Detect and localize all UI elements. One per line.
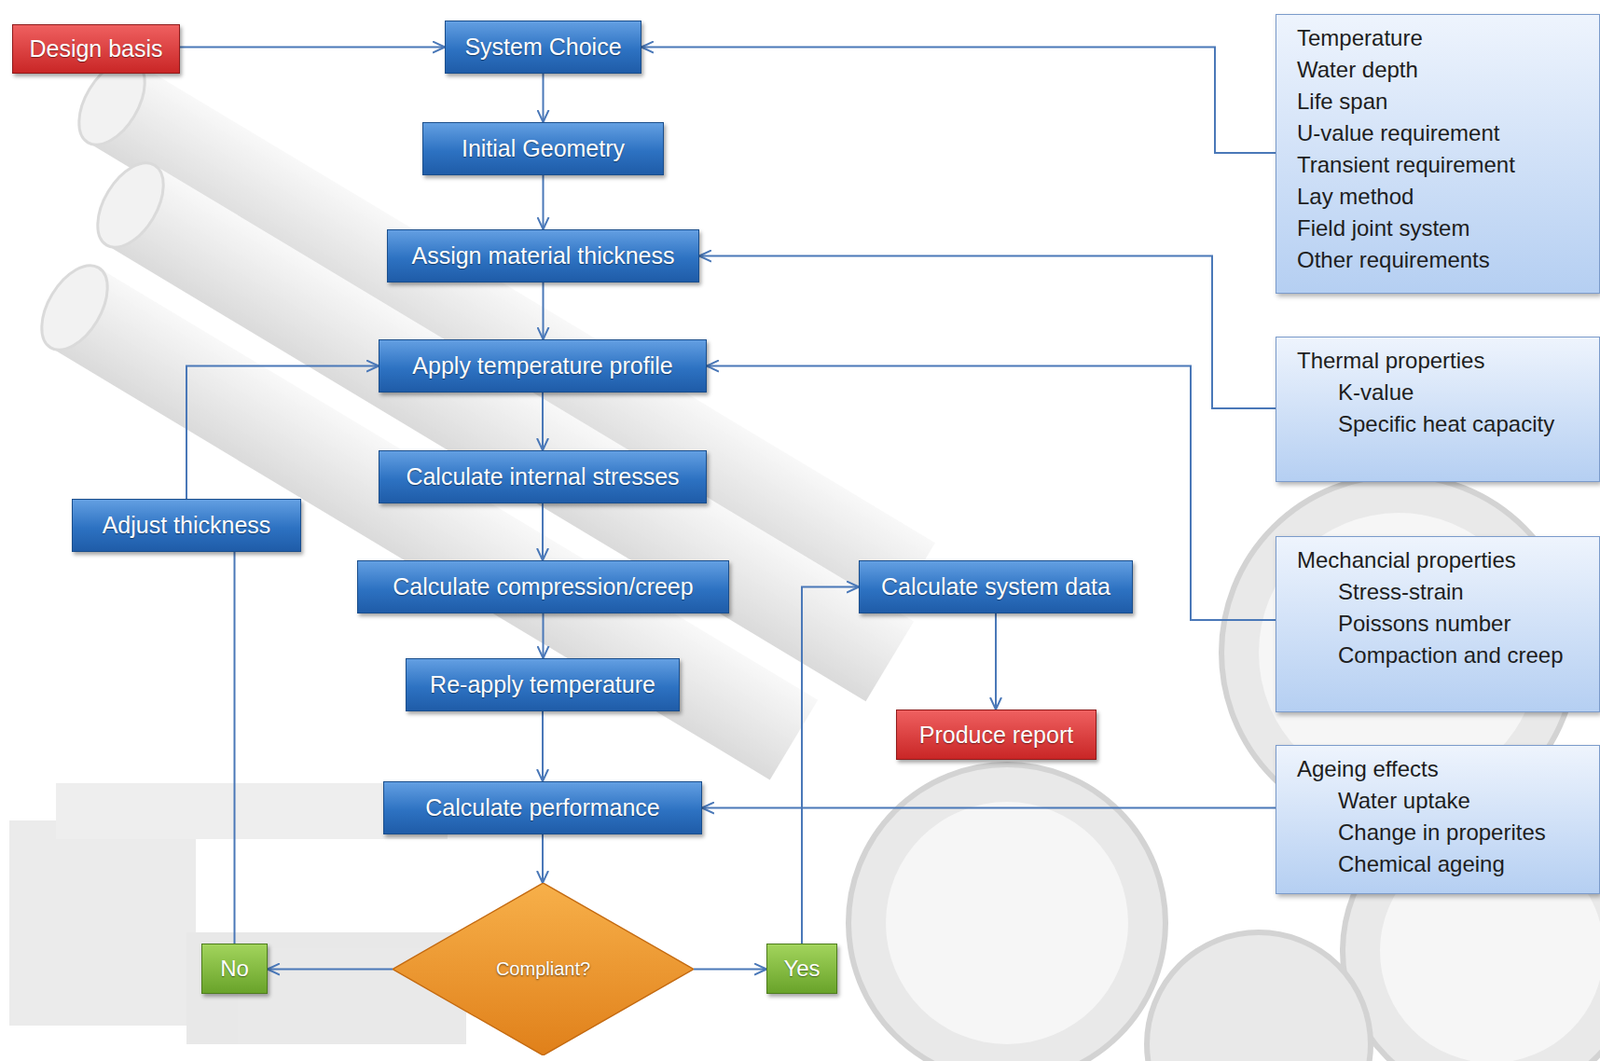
panel-item: Transient requirement <box>1296 149 1587 181</box>
flow-connector <box>801 587 859 945</box>
box-label: Adjust thickness <box>102 511 272 539</box>
box-label: Yes <box>783 955 820 982</box>
pipe-bore <box>885 801 1129 1045</box>
start-box: Design basis <box>12 24 180 74</box>
panel-item: Stress-strain <box>1296 576 1587 608</box>
box-label: Compliant? <box>496 958 591 980</box>
flow-connector <box>542 613 545 659</box>
answer-box: Yes <box>766 943 838 994</box>
panel-heading: Thermal properties <box>1296 344 1587 377</box>
flow-connector <box>641 47 1276 154</box>
flow-connector <box>267 968 393 971</box>
flow-connector <box>186 366 379 500</box>
pipe-end <box>1146 932 1371 1061</box>
flow-connector <box>541 834 544 883</box>
panel-item: Specific heat capacity <box>1296 408 1587 441</box>
pipe <box>27 254 818 781</box>
process-box: Initial Geometry <box>422 122 664 176</box>
panel-item: Poissons number <box>1296 607 1587 640</box>
panel-item: Other requirements <box>1296 244 1587 276</box>
box-label: Initial Geometry <box>461 135 625 163</box>
process-box: System Choice <box>444 20 642 74</box>
panel-item: Change in properites <box>1296 816 1587 849</box>
input-panel: Mechancial propertiesStress-strainPoisso… <box>1275 536 1600 713</box>
box-label: Calculate internal stresses <box>405 463 679 491</box>
panel-item: Chemical ageing <box>1296 848 1587 881</box>
pipe-group <box>27 49 936 781</box>
box-label: Assign material thickness <box>411 242 675 270</box>
process-box: Calculate performance <box>383 781 703 835</box>
pipe-stack <box>848 475 1600 1061</box>
box-label: Design basis <box>28 35 163 63</box>
pipe-end <box>848 764 1166 1061</box>
pipe-end <box>27 254 122 362</box>
box-label: Calculate compression/creep <box>392 573 693 601</box>
panel-item: Field joint system <box>1296 212 1587 245</box>
process-box: Calculate system data <box>858 560 1133 614</box>
box-label: Calculate performance <box>425 794 661 822</box>
decision-diamond: Compliant? <box>392 882 694 1056</box>
input-panel: TemperatureWater depthLife spanU-value r… <box>1275 13 1600 294</box>
flow-connector <box>699 256 1276 410</box>
flow-connector <box>994 613 997 710</box>
process-box: Assign material thickness <box>386 229 700 283</box>
process-box: Calculate internal stresses <box>378 450 707 504</box>
panel-item: K-value <box>1296 376 1587 409</box>
flow-connector <box>179 46 445 49</box>
box-label: Re-apply temperature <box>429 671 656 699</box>
flow-connector <box>706 366 1276 621</box>
flow-connector <box>234 551 236 944</box>
panel-heading: Ageing effects <box>1296 753 1587 786</box>
panel-item: Temperature <box>1296 22 1587 55</box>
process-box: Re-apply temperature <box>405 658 680 712</box>
end-box: Produce report <box>896 709 1097 760</box>
process-box: Adjust thickness <box>71 498 302 552</box>
box-label: Calculate system data <box>881 573 1111 601</box>
panel-item: Water uptake <box>1296 785 1587 817</box>
panel-item: Lay method <box>1296 180 1587 213</box>
flow-connector <box>702 807 1276 810</box>
pipe-end <box>83 151 178 260</box>
diamond-outline <box>392 882 694 1056</box>
input-panel: Thermal propertiesK-valueSpecific heat c… <box>1275 336 1600 483</box>
box-label: System Choice <box>464 33 621 61</box>
machine-body <box>9 820 196 1026</box>
flow-connector <box>541 503 544 561</box>
process-box: Apply temperature profile <box>378 339 707 393</box>
flow-connector <box>542 73 545 123</box>
box-label: Produce report <box>919 721 1074 749</box>
pipe-body <box>50 267 818 780</box>
panel-item: U-value requirement <box>1296 117 1587 150</box>
flow-connector <box>541 392 544 451</box>
box-label: No <box>220 955 249 982</box>
panel-item: Compaction and creep <box>1296 639 1587 672</box>
answer-box: No <box>201 943 268 994</box>
input-panel: Ageing effectsWater uptakeChange in prop… <box>1275 744 1600 895</box>
panel-item: Water depth <box>1296 54 1587 86</box>
flow-connector <box>542 175 545 230</box>
flow-connector <box>542 282 545 340</box>
flow-connector <box>541 711 544 782</box>
box-label: Apply temperature profile <box>412 352 673 380</box>
panel-item: Life span <box>1296 85 1587 118</box>
flow-connector <box>693 968 767 971</box>
process-box: Calculate compression/creep <box>357 560 730 614</box>
panel-heading: Mechancial properties <box>1296 544 1587 577</box>
machine-track <box>186 932 467 1045</box>
